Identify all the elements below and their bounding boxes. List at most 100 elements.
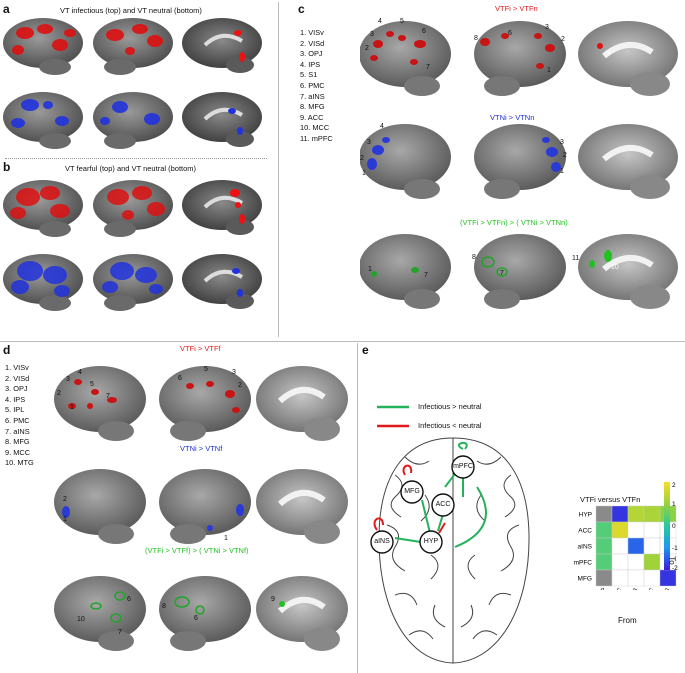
- brain-number: 3: [370, 31, 374, 38]
- region-item: 8. MFG: [5, 437, 30, 447]
- panel-d-row1-label: VTFi > VTFf: [180, 344, 221, 353]
- brain-medial: [578, 21, 678, 96]
- colorbar-tick-label: 2: [672, 482, 676, 489]
- divider-vertical: [278, 2, 279, 337]
- brain-lateral-left: [360, 124, 451, 199]
- brain-number: 4: [78, 369, 82, 376]
- brain-number: 11: [572, 255, 580, 262]
- panel-a-brains: [3, 18, 262, 149]
- brain-lateral-left: [360, 234, 451, 309]
- brain-number: 6: [194, 615, 198, 622]
- heatmap-cell: [643, 553, 661, 571]
- region-item: 4. IPS: [5, 394, 26, 404]
- heatmap-col-label: mPFC: [639, 587, 656, 590]
- heatmap-colorbar: [664, 482, 670, 570]
- brain-lateral-right: [93, 18, 173, 75]
- brain-number: 2: [57, 390, 61, 397]
- brain-number: 8: [472, 254, 476, 261]
- brain-number: 2: [63, 496, 67, 503]
- heatmap-cell: [627, 569, 645, 587]
- heatmap-title: VTFi versus VTFn: [580, 495, 641, 504]
- brain-number: 3: [545, 24, 549, 31]
- region-item: 5. IPL: [5, 405, 25, 415]
- heatmap-cell: [595, 537, 613, 555]
- panel-d-region-list: 1. VISv 2. VISd 3. OPJ 4. IPS 5. IPL 6. …: [5, 363, 34, 469]
- brain-lateral-left: [3, 18, 83, 75]
- brain-lateral-right: [159, 366, 251, 441]
- brain-lateral-right: [474, 124, 566, 199]
- brain-number: 6: [127, 596, 131, 603]
- panel-b-caption: VT fearful (top) and VT neutral (bottom): [65, 164, 197, 173]
- brain-lateral-left: [54, 469, 146, 544]
- brain-lateral-left: [3, 92, 83, 149]
- brain-medial: [578, 234, 678, 309]
- node-label-mpfc: mPFC: [453, 463, 473, 470]
- region-item: 2. VISd: [300, 38, 325, 48]
- heatmap-row-label: MFG: [578, 576, 592, 583]
- brain-medial: [182, 254, 262, 309]
- panel-letter-b: b: [3, 160, 11, 174]
- panel-a-caption: VT infectious (top) and VT neutral (bott…: [60, 6, 202, 15]
- heatmap-cell: [595, 553, 613, 571]
- brain-number: 2: [360, 155, 364, 162]
- heatmap-cell: [643, 505, 661, 523]
- panel-letter-a: a: [3, 2, 10, 16]
- heatmap-cell: [643, 537, 661, 555]
- heatmap-cell: [627, 553, 645, 571]
- brain-number: 5: [90, 381, 94, 388]
- region-item: 7. aINS: [5, 426, 30, 436]
- divider-vertical: [357, 343, 358, 673]
- region-item: 10. MTG: [5, 458, 34, 468]
- brain-lateral-right: [93, 92, 173, 149]
- brain-lateral-right: [93, 180, 173, 237]
- heatmap-row-label: HYP: [579, 512, 592, 519]
- node-mfg: [400, 480, 424, 504]
- brain-number: 1: [70, 404, 74, 411]
- legend-swatches: [377, 405, 409, 428]
- panel-letter-c: c: [298, 2, 305, 16]
- brain-number: 2: [365, 45, 369, 52]
- region-item: 11. mPFC: [300, 133, 333, 143]
- brain-number: 5: [204, 366, 208, 373]
- heatmap: HYPACCaINSmPFCMFGHYPACCaINSmPFCMFG210-1-…: [574, 482, 678, 590]
- node-ains: [370, 530, 394, 554]
- panel-letter-e: e: [362, 343, 369, 357]
- heatmap-cell: [659, 569, 677, 587]
- heatmap-col-label: aINS: [626, 587, 640, 590]
- brain-number: 1: [547, 67, 551, 74]
- region-item: 6. PMC: [300, 80, 325, 90]
- brain-lateral-left: [3, 254, 83, 311]
- brain-number: 4: [380, 123, 384, 130]
- region-item: 10. MCC: [300, 123, 330, 133]
- brain-number: 1: [560, 168, 564, 175]
- divider-horizontal: [0, 341, 685, 342]
- brain-number: 4: [378, 18, 382, 25]
- panel-letter-d: d: [3, 343, 11, 357]
- region-item: 9. MCC: [5, 447, 31, 457]
- heatmap-col-label: HYP: [594, 587, 607, 590]
- brain-number: 9: [271, 596, 275, 603]
- heatmap-cell: [643, 521, 661, 539]
- panel-c-region-list: 1. VISv 2. VISd 3. OPJ 4. IPS 5. S1 6. P…: [300, 28, 333, 145]
- region-item: 4. IPS: [300, 59, 321, 69]
- panel-d-row3-label: (VTFi > VTFf) > ( VTNi > VTNf): [145, 546, 249, 555]
- region-item: 3. OPJ: [5, 384, 28, 394]
- brain-number: 7: [500, 270, 504, 277]
- node-label-ains: aINS: [374, 538, 390, 545]
- heatmap-cell: [611, 569, 629, 587]
- brain-lateral-right: [159, 576, 251, 651]
- brain-number: 3: [66, 376, 70, 383]
- brain-medial: [182, 180, 262, 235]
- brain-medial: [182, 92, 262, 147]
- divider-ab: [5, 158, 267, 159]
- brain-number: 7: [424, 272, 428, 279]
- brain-number: 1: [368, 266, 372, 273]
- node-acc: [431, 493, 455, 517]
- brain-number: 7: [118, 629, 122, 636]
- brain-lateral-left: [3, 180, 83, 237]
- brain-number: 2: [238, 382, 242, 389]
- region-item: 8. MFG: [300, 102, 325, 112]
- heatmap-cell: [611, 521, 629, 539]
- heatmap-row-label: ACC: [578, 528, 592, 535]
- brain-number: 6: [422, 28, 426, 35]
